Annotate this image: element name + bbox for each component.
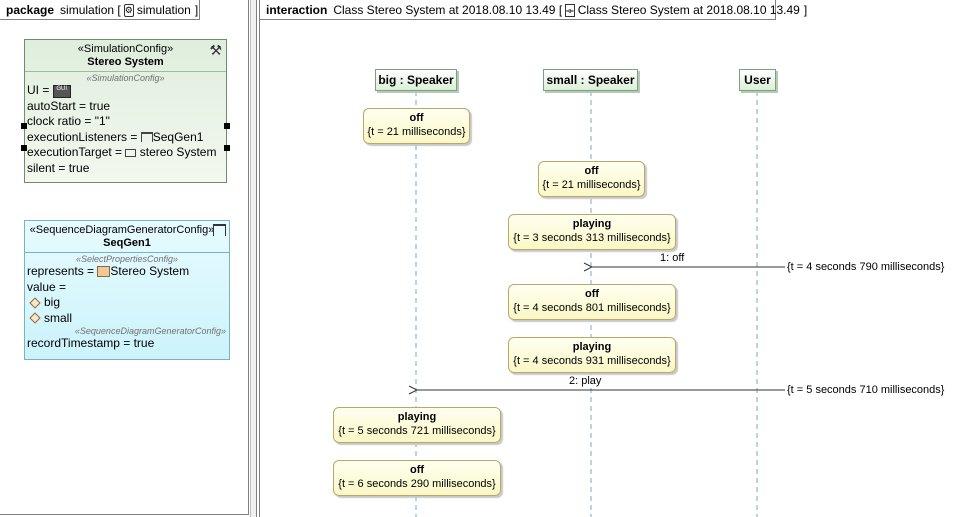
state-invariant[interactable]: playing {t = 3 seconds 313 milliseconds} bbox=[508, 214, 676, 250]
prop-record-timestamp: recordTimestamp = true bbox=[27, 336, 155, 350]
state-invariant[interactable]: off {t = 21 milliseconds} bbox=[538, 161, 645, 197]
package-frame-tab[interactable]: package simulation [ ⚙ simulation ] bbox=[0, 0, 200, 20]
block-icon bbox=[97, 266, 111, 278]
frame-splitter[interactable] bbox=[250, 0, 257, 517]
gui-icon: GUI bbox=[52, 85, 71, 98]
seq-config-header: «SequenceDiagramGeneratorConfig» SeqGen1 bbox=[25, 221, 229, 249]
lifeline-head-user[interactable]: User bbox=[739, 69, 776, 91]
block-icon bbox=[125, 148, 137, 157]
resize-handle[interactable] bbox=[21, 145, 27, 151]
sim-config-header: «SimulationConfig» Stereo System bbox=[25, 40, 226, 68]
lifeline-head-small[interactable]: small : Speaker bbox=[543, 69, 638, 91]
prop-execution-target: executionTarget = stereo System bbox=[27, 145, 217, 159]
state-invariant[interactable]: playing {t = 4 seconds 931 milliseconds} bbox=[508, 337, 676, 373]
message-label-2[interactable]: 2: play bbox=[569, 375, 602, 387]
prop-clock-ratio: clock ratio = "1" bbox=[27, 114, 110, 128]
select-properties-section-label: «SelectPropertiesConfig» bbox=[75, 254, 179, 264]
simulation-config-card[interactable]: ⚒ «SimulationConfig» Stereo System «Simu… bbox=[24, 39, 227, 183]
seq-config-divider bbox=[25, 252, 229, 253]
seq-generator-config-card[interactable]: «SequenceDiagramGeneratorConfig» SeqGen1… bbox=[24, 220, 230, 360]
sim-config-stereotype: «SimulationConfig» bbox=[77, 43, 174, 55]
interaction-frame bbox=[259, 0, 962, 517]
prop-ui: UI = GUI bbox=[25, 83, 226, 99]
sim-config-name: Stereo System bbox=[87, 56, 164, 68]
state-invariant[interactable]: playing {t = 5 seconds 721 milliseconds} bbox=[333, 407, 501, 443]
interaction-title-close: ] bbox=[803, 2, 808, 17]
interaction-name: Class Stereo System at 2018.08.10 13.49 bbox=[577, 2, 800, 17]
resize-handle[interactable] bbox=[224, 123, 230, 129]
interaction-frame-tab[interactable]: interaction Class Stereo System at 2018.… bbox=[260, 0, 807, 20]
resize-handle[interactable] bbox=[224, 145, 230, 151]
state-invariant[interactable]: off {t = 4 seconds 801 milliseconds} bbox=[508, 284, 676, 320]
sim-config-divider bbox=[25, 71, 226, 72]
gear-package-icon: ⚙ bbox=[123, 4, 134, 17]
value-item-small: small bbox=[25, 311, 229, 327]
prop-silent: silent = true bbox=[27, 160, 90, 175]
message-label-1[interactable]: 1: off bbox=[660, 252, 685, 264]
package-frame bbox=[0, 0, 249, 515]
state-invariant[interactable]: off {t = 21 milliseconds} bbox=[363, 108, 470, 144]
package-title: simulation [ bbox=[60, 2, 121, 17]
prop-autostart: autoStart = true bbox=[27, 98, 111, 113]
message-timestamp-2: {t = 5 seconds 710 milliseconds} bbox=[787, 384, 945, 396]
sim-config-section-label: «SimulationConfig» bbox=[86, 73, 165, 83]
seq-config-stereotype: «SequenceDiagramGeneratorConfig» bbox=[29, 224, 215, 236]
sequence-generator-icon bbox=[213, 224, 226, 236]
interaction-title: Class Stereo System at 2018.08.10 13.49 … bbox=[333, 2, 563, 17]
package-keyword: package bbox=[6, 2, 55, 17]
interaction-keyword: interaction bbox=[266, 2, 328, 17]
value-item-big: big bbox=[25, 295, 229, 311]
state-invariant[interactable]: off {t = 6 seconds 290 milliseconds} bbox=[333, 460, 501, 496]
lifeline-head-big[interactable]: big : Speaker bbox=[375, 69, 457, 91]
prop-represents: represents = Stereo System bbox=[27, 264, 190, 278]
resize-handle[interactable] bbox=[21, 123, 27, 129]
seq-config-name: SeqGen1 bbox=[103, 237, 151, 249]
sequence-generator-icon bbox=[140, 132, 153, 143]
message-timestamp-1: {t = 4 seconds 790 milliseconds} bbox=[787, 261, 945, 273]
prop-value: value = bbox=[27, 279, 67, 294]
package-name: simulation bbox=[136, 2, 191, 17]
package-title-close: ] bbox=[194, 2, 199, 17]
sequence-diagram-icon: ⟚ bbox=[565, 4, 575, 17]
prop-execution-listeners: executionListeners = SeqGen1 bbox=[27, 129, 204, 144]
hammer-wrench-icon: ⚒ bbox=[209, 42, 222, 58]
seq-generator-section-label: «SequenceDiagramGeneratorConfig» bbox=[74, 326, 226, 336]
